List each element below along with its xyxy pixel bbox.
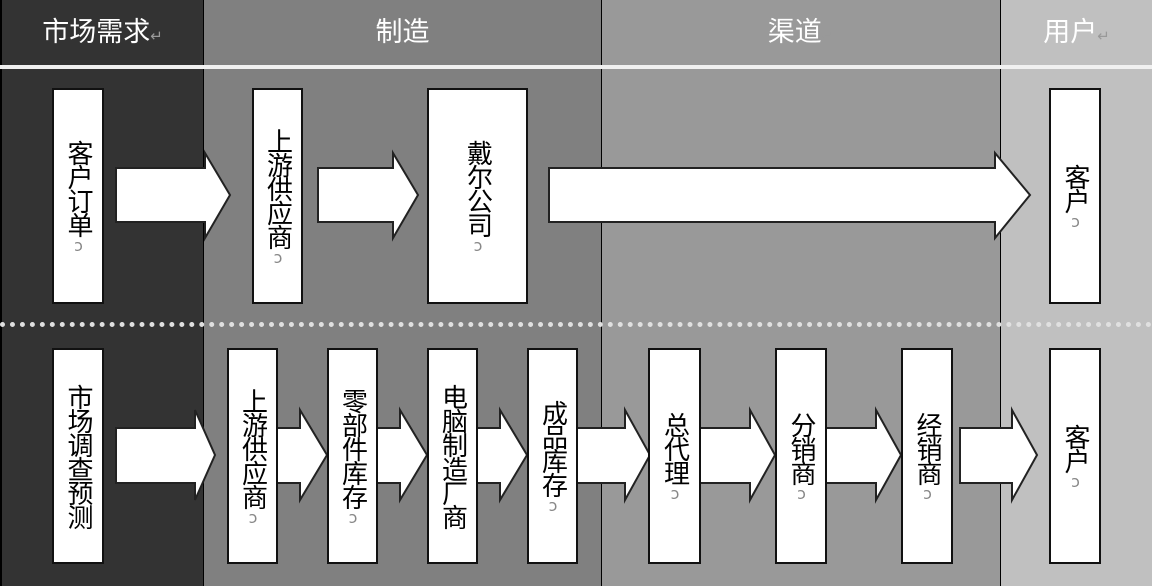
arrow-icon (317, 149, 420, 242)
box-parts-inventory: 零部件库存ↄ (327, 348, 378, 564)
box-finished-goods-inventory: 成品库存ↄ (527, 348, 578, 564)
box-upstream-supplier: 上游供应商ↄ (252, 88, 303, 304)
arrow-icon (115, 149, 232, 242)
header-channel: 渠道↵ (767, 17, 835, 48)
row-divider-dotted (0, 322, 1152, 327)
header-user: 用户↵ (1043, 17, 1110, 48)
box-market-forecast: 市场调查预测 (52, 348, 104, 564)
box-customer: 客户ↄ (1049, 88, 1101, 304)
box-pc-manufacturer: 电脑制造厂商 (427, 348, 478, 564)
box-dell: 戴尔公司ↄ (427, 88, 528, 304)
box-upstream-supplier: 上游供应商ↄ (227, 348, 278, 564)
box-customer-order: 客户订单ↄ (52, 88, 104, 304)
box-customer: 客户ↄ (1049, 348, 1101, 564)
box-distributor: 分销商ↄ (775, 348, 827, 564)
arrow-icon (548, 150, 1032, 241)
header-manufacturing: 制造 (375, 17, 430, 48)
header-market-demand: 市场需求↵ (42, 17, 163, 48)
header-divider (0, 65, 1152, 69)
arrow-icon (959, 406, 1039, 504)
box-dealer: 经销商ↄ (901, 348, 953, 564)
arrow-icon (689, 406, 777, 504)
arrow-icon (115, 409, 217, 501)
arrow-icon (815, 406, 903, 504)
box-general-agent: 总代理ↄ (648, 348, 701, 564)
